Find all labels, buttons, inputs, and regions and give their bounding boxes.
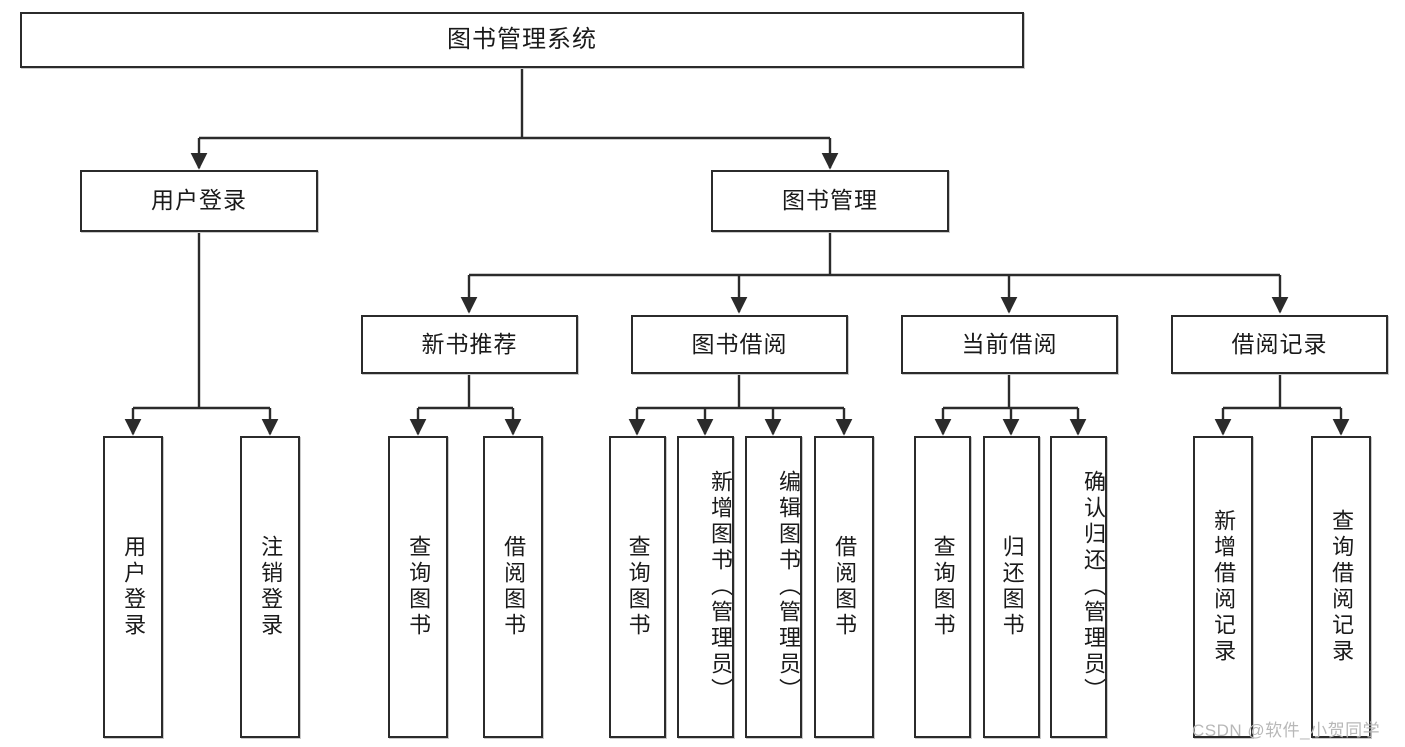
node-label: 用户登录 <box>121 535 147 639</box>
leaf-new-book-borrow-book[interactable]: 借阅图书 <box>483 436 543 738</box>
node-label: 确认归还（管理员） <box>1081 470 1106 704</box>
node-label: 查询借阅记录 <box>1329 509 1355 665</box>
leaf-user-login-logout[interactable]: 注销登录 <box>240 436 300 738</box>
node-new-book-recommend[interactable]: 新书推荐 <box>361 315 578 374</box>
leaf-current-borrow-query-book[interactable]: 查询图书 <box>914 436 971 738</box>
node-label: 新增图书（管理员） <box>708 470 733 704</box>
node-label: 查询图书 <box>930 535 956 639</box>
node-label: 借阅图书 <box>501 535 527 639</box>
csdn-watermark: CSDN @软件_小贺同学 <box>1192 721 1381 740</box>
node-label: 归还图书 <box>999 535 1025 639</box>
node-label: 编辑图书（管理员） <box>776 470 801 704</box>
leaf-current-borrow-confirm-return-admin[interactable]: 确认归还（管理员） <box>1050 436 1107 738</box>
leaf-user-login-login[interactable]: 用户登录 <box>103 436 163 738</box>
node-label: 用户登录 <box>151 187 247 214</box>
node-label: 新增借阅记录 <box>1211 509 1237 665</box>
node-label: 图书管理系统 <box>447 25 597 53</box>
node-label: 注销登录 <box>258 535 284 639</box>
leaf-book-borrow-add-book-admin[interactable]: 新增图书（管理员） <box>677 436 734 738</box>
leaf-book-borrow-borrow-book[interactable]: 借阅图书 <box>814 436 874 738</box>
node-label: 新书推荐 <box>421 330 518 357</box>
node-book-management[interactable]: 图书管理 <box>711 170 949 232</box>
node-borrow-record[interactable]: 借阅记录 <box>1171 315 1388 374</box>
node-label: 借阅图书 <box>832 535 858 639</box>
node-label: 查询图书 <box>406 535 432 639</box>
node-label: 图书管理 <box>782 187 878 214</box>
node-user-login[interactable]: 用户登录 <box>80 170 318 232</box>
leaf-book-borrow-query-book[interactable]: 查询图书 <box>609 436 666 738</box>
leaf-book-borrow-edit-book-admin[interactable]: 编辑图书（管理员） <box>745 436 802 738</box>
node-label: 借阅记录 <box>1231 330 1328 357</box>
leaf-current-borrow-return-book[interactable]: 归还图书 <box>983 436 1040 738</box>
node-current-borrow[interactable]: 当前借阅 <box>901 315 1118 374</box>
leaf-new-book-query-book[interactable]: 查询图书 <box>388 436 448 738</box>
node-label: 查询图书 <box>625 535 651 639</box>
node-label: 图书借阅 <box>691 330 788 357</box>
leaf-borrow-record-add-record[interactable]: 新增借阅记录 <box>1193 436 1253 738</box>
node-book-borrow[interactable]: 图书借阅 <box>631 315 848 374</box>
leaf-borrow-record-query-record[interactable]: 查询借阅记录 <box>1311 436 1371 738</box>
node-label: 当前借阅 <box>961 330 1058 357</box>
node-root-book-management-system[interactable]: 图书管理系统 <box>20 12 1024 68</box>
